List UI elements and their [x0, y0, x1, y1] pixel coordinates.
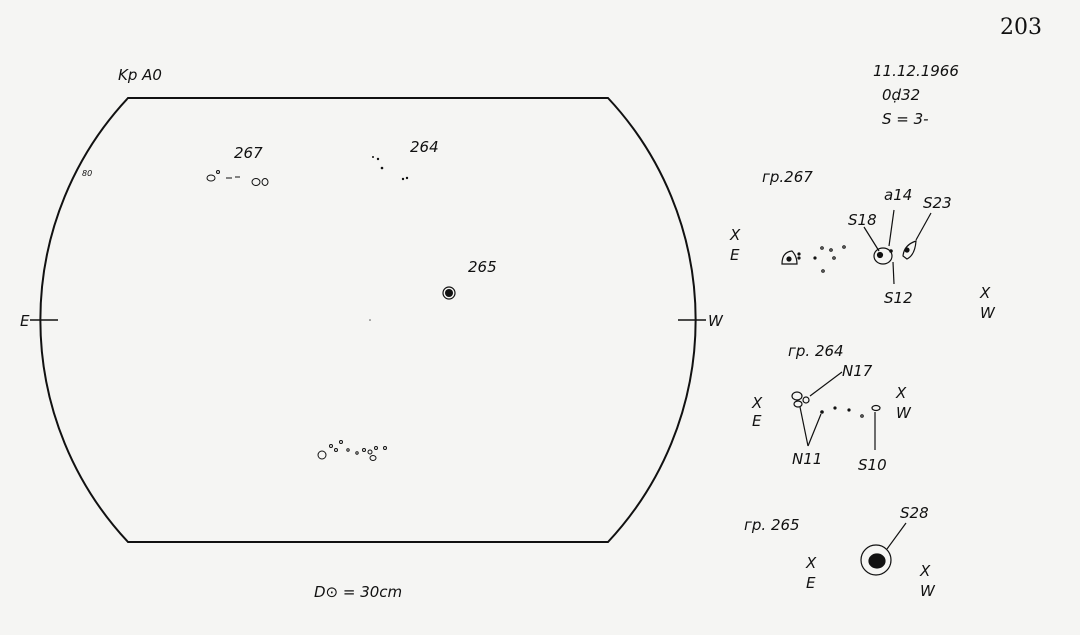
group-264-spots: [372, 156, 409, 181]
detail-265-west: W: [920, 582, 936, 600]
detail-265-east: E: [806, 574, 816, 592]
detail-264-label-n11: N11: [792, 450, 822, 468]
east-label: E: [20, 312, 30, 330]
detail-267-label-s23: S23: [923, 194, 952, 212]
group-267-spots: [206, 170, 269, 186]
detail-267-label-s18: S18: [848, 211, 877, 229]
detail-267-label-a14: a14: [884, 186, 912, 204]
detail-265-spot: [860, 522, 907, 576]
detail-265-x-west: X: [919, 562, 931, 580]
detail-265-title: гр. 265: [744, 516, 800, 534]
seeing-value: S = 3-: [882, 110, 929, 128]
detail-267-spots: [781, 209, 932, 285]
detail-264-west: W: [896, 404, 912, 422]
detail-264-x-west: X: [895, 384, 907, 402]
detail-264-label-s10: S10: [858, 456, 887, 474]
group-265-spot: [442, 286, 456, 300]
observation-date: 11.12.1966: [873, 62, 959, 80]
detail-264-title: гр. 264: [788, 342, 844, 360]
group-267-label: 267: [234, 144, 263, 162]
detail-265-label-s28: S28: [900, 504, 929, 522]
group-264-label: 264: [410, 138, 439, 156]
west-label: W: [708, 312, 724, 330]
observation-time: 0ḍ32: [882, 86, 920, 104]
sheet-number: 203: [1000, 15, 1042, 40]
southern-spot-group: [317, 440, 387, 461]
detail-267-x-east: X: [729, 226, 741, 244]
detail-267-east: E: [730, 246, 740, 264]
limb-mark: 80: [82, 169, 92, 178]
disk-diameter-note: D⊙ = 30cm: [314, 583, 402, 601]
detail-267-x-west: X: [979, 284, 991, 302]
observer-code: Kp A0: [118, 66, 162, 84]
detail-264-label-n17: N17: [842, 362, 873, 380]
detail-267-label-s12: S12: [884, 289, 913, 307]
detail-267-title: гр.267: [762, 168, 813, 186]
disk-center-mark: [369, 319, 371, 321]
detail-264-x-east: X: [751, 394, 763, 412]
detail-264-east: E: [752, 412, 762, 430]
detail-267-west: W: [980, 304, 996, 322]
solar-disk-outline: [39, 97, 697, 543]
detail-265-x-east: X: [805, 554, 817, 572]
detail-264-spots: [791, 371, 881, 450]
group-265-label: 265: [468, 258, 497, 276]
